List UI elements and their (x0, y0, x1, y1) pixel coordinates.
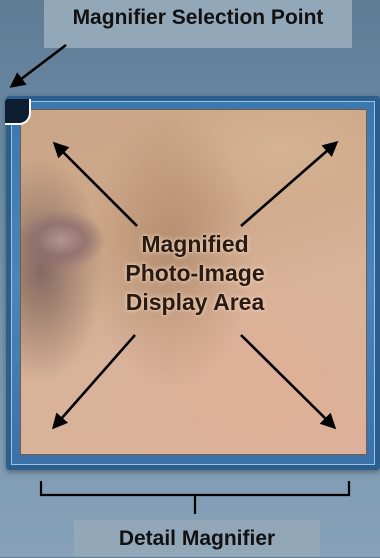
magnifier-selection-point-marker[interactable] (5, 99, 31, 125)
detail-magnifier-bracket (41, 481, 349, 514)
display-area-line-3: Display Area (95, 288, 295, 317)
display-area-caption: Magnified Photo-Image Display Area (95, 230, 295, 317)
detail-magnifier-label: Detail Magnifier (74, 520, 320, 557)
display-area-line-2: Photo-Image (95, 259, 295, 288)
display-area-line-1: Magnified (95, 230, 295, 259)
magnifier-selection-point-label: Magnifier Selection Point (44, 0, 352, 48)
selection-point-pointer-arrow (12, 45, 66, 86)
